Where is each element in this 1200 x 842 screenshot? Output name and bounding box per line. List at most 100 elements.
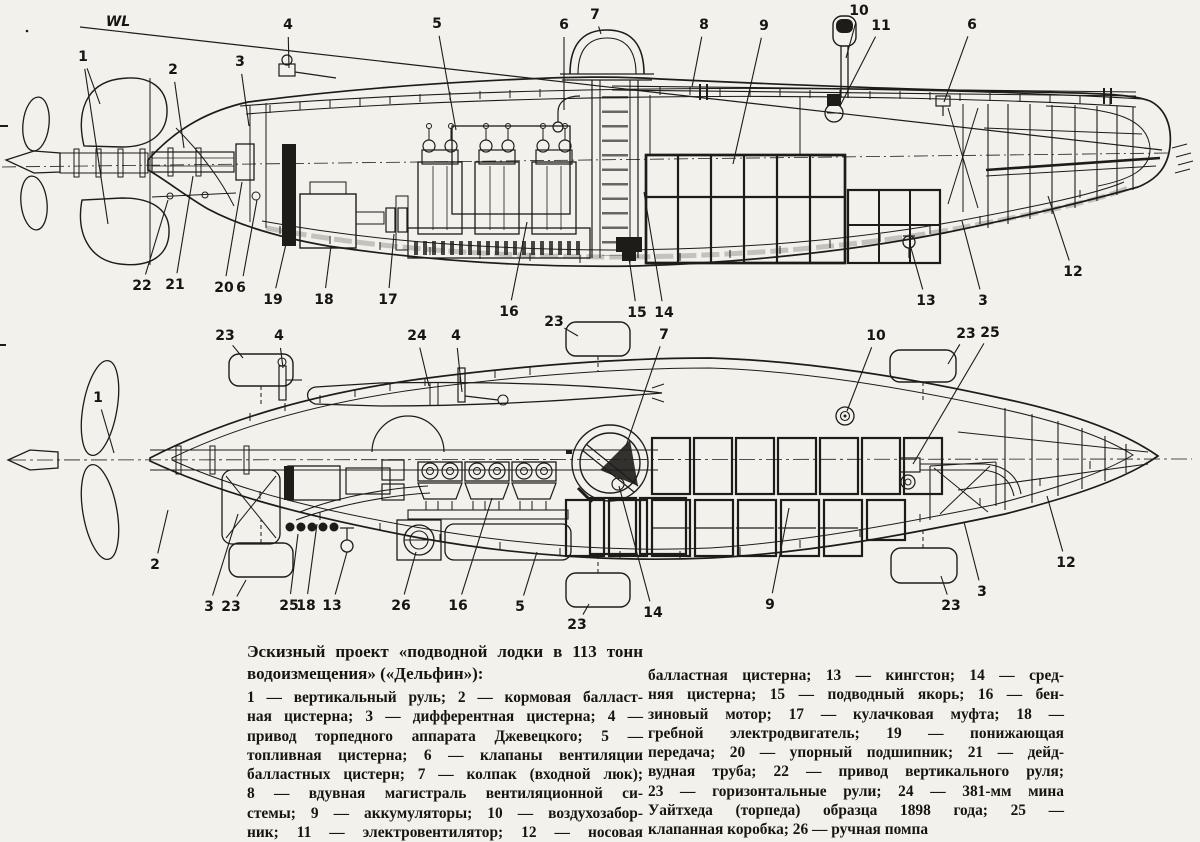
callout-label-12: 12	[1056, 555, 1075, 571]
drawing-line	[1174, 168, 1191, 174]
drawing-rect	[478, 149, 516, 165]
callout-leader	[100, 409, 115, 454]
callout-leader	[943, 36, 969, 103]
deck-casing-inner	[245, 95, 1137, 115]
electric-fan	[824, 94, 844, 123]
caption-title-line: водоизмещения» («Дельфин»):	[247, 663, 484, 683]
drawing-circle	[421, 462, 439, 480]
legend-line: гребной электродвигатель; 19 — понижающа…	[648, 724, 1064, 742]
legend-line: ник; 11 — электровентилятор; 12 — носова…	[247, 824, 643, 842]
drawing-rect	[464, 461, 510, 482]
submarine-technical-drawing: WL	[0, 3, 1194, 633]
callout-leader	[84, 68, 109, 225]
waterline-label: WL	[106, 14, 130, 30]
callout-leader	[232, 344, 244, 359]
caption-title: Эскизный проект «подводной лодки в 113 т…	[247, 641, 643, 684]
callout-label-12: 12	[1063, 264, 1082, 280]
callout-label-6: 6	[236, 280, 246, 296]
drawing-circle	[441, 462, 459, 480]
propeller-plan	[6, 359, 120, 561]
whitehead-torpedo	[306, 381, 665, 407]
callout-label-4: 4	[274, 328, 284, 344]
callout-label-23: 23	[221, 599, 240, 615]
kingston-valve-plan	[340, 527, 354, 553]
callout-leader	[947, 344, 961, 365]
callout-label-23: 23	[215, 328, 234, 344]
conning-tower-plan	[566, 424, 649, 504]
callout-leader	[307, 523, 318, 595]
callout-label-9: 9	[759, 18, 769, 34]
callout-leader	[691, 36, 703, 88]
callout-label-16: 16	[448, 598, 467, 614]
plan-view-deck-plan: 2342442371023251232325181326165231492331…	[6, 314, 1193, 633]
legend-line: вудная труба; 22 — привод вертикального …	[648, 763, 1064, 781]
callout-leader	[845, 22, 857, 59]
legend-column-2: балластная цистерна; 13 — кингстон; 14 —…	[648, 666, 1064, 840]
drawing-rect	[531, 161, 577, 235]
drawing-circle	[426, 123, 432, 129]
callout-leader	[241, 73, 250, 127]
drawing-rect	[860, 436, 902, 496]
kingston-valve-side	[902, 235, 916, 258]
drawing-rect	[902, 436, 944, 496]
callout-leader	[963, 521, 980, 581]
drawing-circle	[535, 462, 553, 480]
underwater-anchor-lower	[622, 252, 636, 261]
drawing-circle	[540, 123, 546, 129]
callout-label-15: 15	[627, 305, 646, 321]
drawing-rect	[421, 149, 459, 165]
hand-pump	[396, 519, 442, 561]
legend-line: няя цистерна; 15 — подводный якорь; 16 —…	[648, 686, 1064, 704]
callout-label-3: 3	[977, 584, 987, 600]
horizontal-rudders	[228, 321, 958, 608]
callout-label-19: 19	[263, 292, 282, 308]
drawing-line	[1171, 143, 1188, 149]
callout-leader	[403, 551, 417, 595]
drawing-rect	[734, 436, 776, 496]
callout-leader	[289, 533, 299, 595]
bow-trim-tank-truss	[947, 104, 979, 212]
legend-line: 23 — горизонтальные рули; 24 — 381-мм ми…	[648, 782, 1064, 800]
engine-manifold	[511, 482, 557, 500]
callout-label-7: 7	[659, 327, 669, 343]
torpedo-apparatus-drive-side	[278, 54, 337, 79]
drawing-rect	[474, 161, 520, 235]
gasoline-engine-plan	[381, 459, 569, 520]
battery-grid-side	[644, 153, 942, 265]
callout-leader	[1047, 195, 1070, 261]
drawing-rect	[417, 461, 463, 482]
callout-label-22: 22	[132, 278, 151, 294]
callout-label-20: 20	[214, 280, 234, 296]
drawing-rect	[535, 149, 573, 165]
callout-leader	[438, 35, 457, 131]
gasoline-engine-side	[395, 123, 591, 259]
cam-coupling	[385, 207, 396, 233]
drawing-circle	[473, 467, 481, 475]
engine-manifold	[464, 482, 510, 500]
bow-ballast-tank-frames	[983, 104, 1194, 228]
callout-label-8: 8	[699, 17, 709, 33]
callout-label-5: 5	[432, 16, 442, 32]
bilge-band	[261, 181, 1125, 251]
drawing-circle	[515, 462, 533, 480]
callout-label-23: 23	[941, 598, 960, 614]
callout-leader	[618, 485, 651, 602]
callout-leader	[242, 199, 258, 277]
fuel-tank-plan	[444, 523, 572, 561]
middle-tank-plan	[588, 477, 688, 556]
callout-leader	[225, 181, 243, 277]
callout-label-1: 1	[93, 390, 103, 406]
drawing-circle	[446, 467, 454, 475]
drawing-circle	[493, 467, 501, 475]
drawing-rect	[650, 436, 692, 496]
hull-plan-inner	[171, 367, 1134, 550]
callout-label-16: 16	[499, 304, 518, 320]
callout-leader	[419, 347, 430, 387]
legend-line: 8 — вдувная магистраль вентиляционной си…	[247, 785, 643, 803]
hull-side-outline	[147, 76, 1172, 268]
bilge-band-seams	[265, 185, 1129, 260]
callout-leader	[324, 245, 332, 289]
scan-artifacts	[0, 29, 29, 346]
callout-label-2: 2	[150, 557, 160, 573]
callout-label-4: 4	[283, 17, 293, 33]
